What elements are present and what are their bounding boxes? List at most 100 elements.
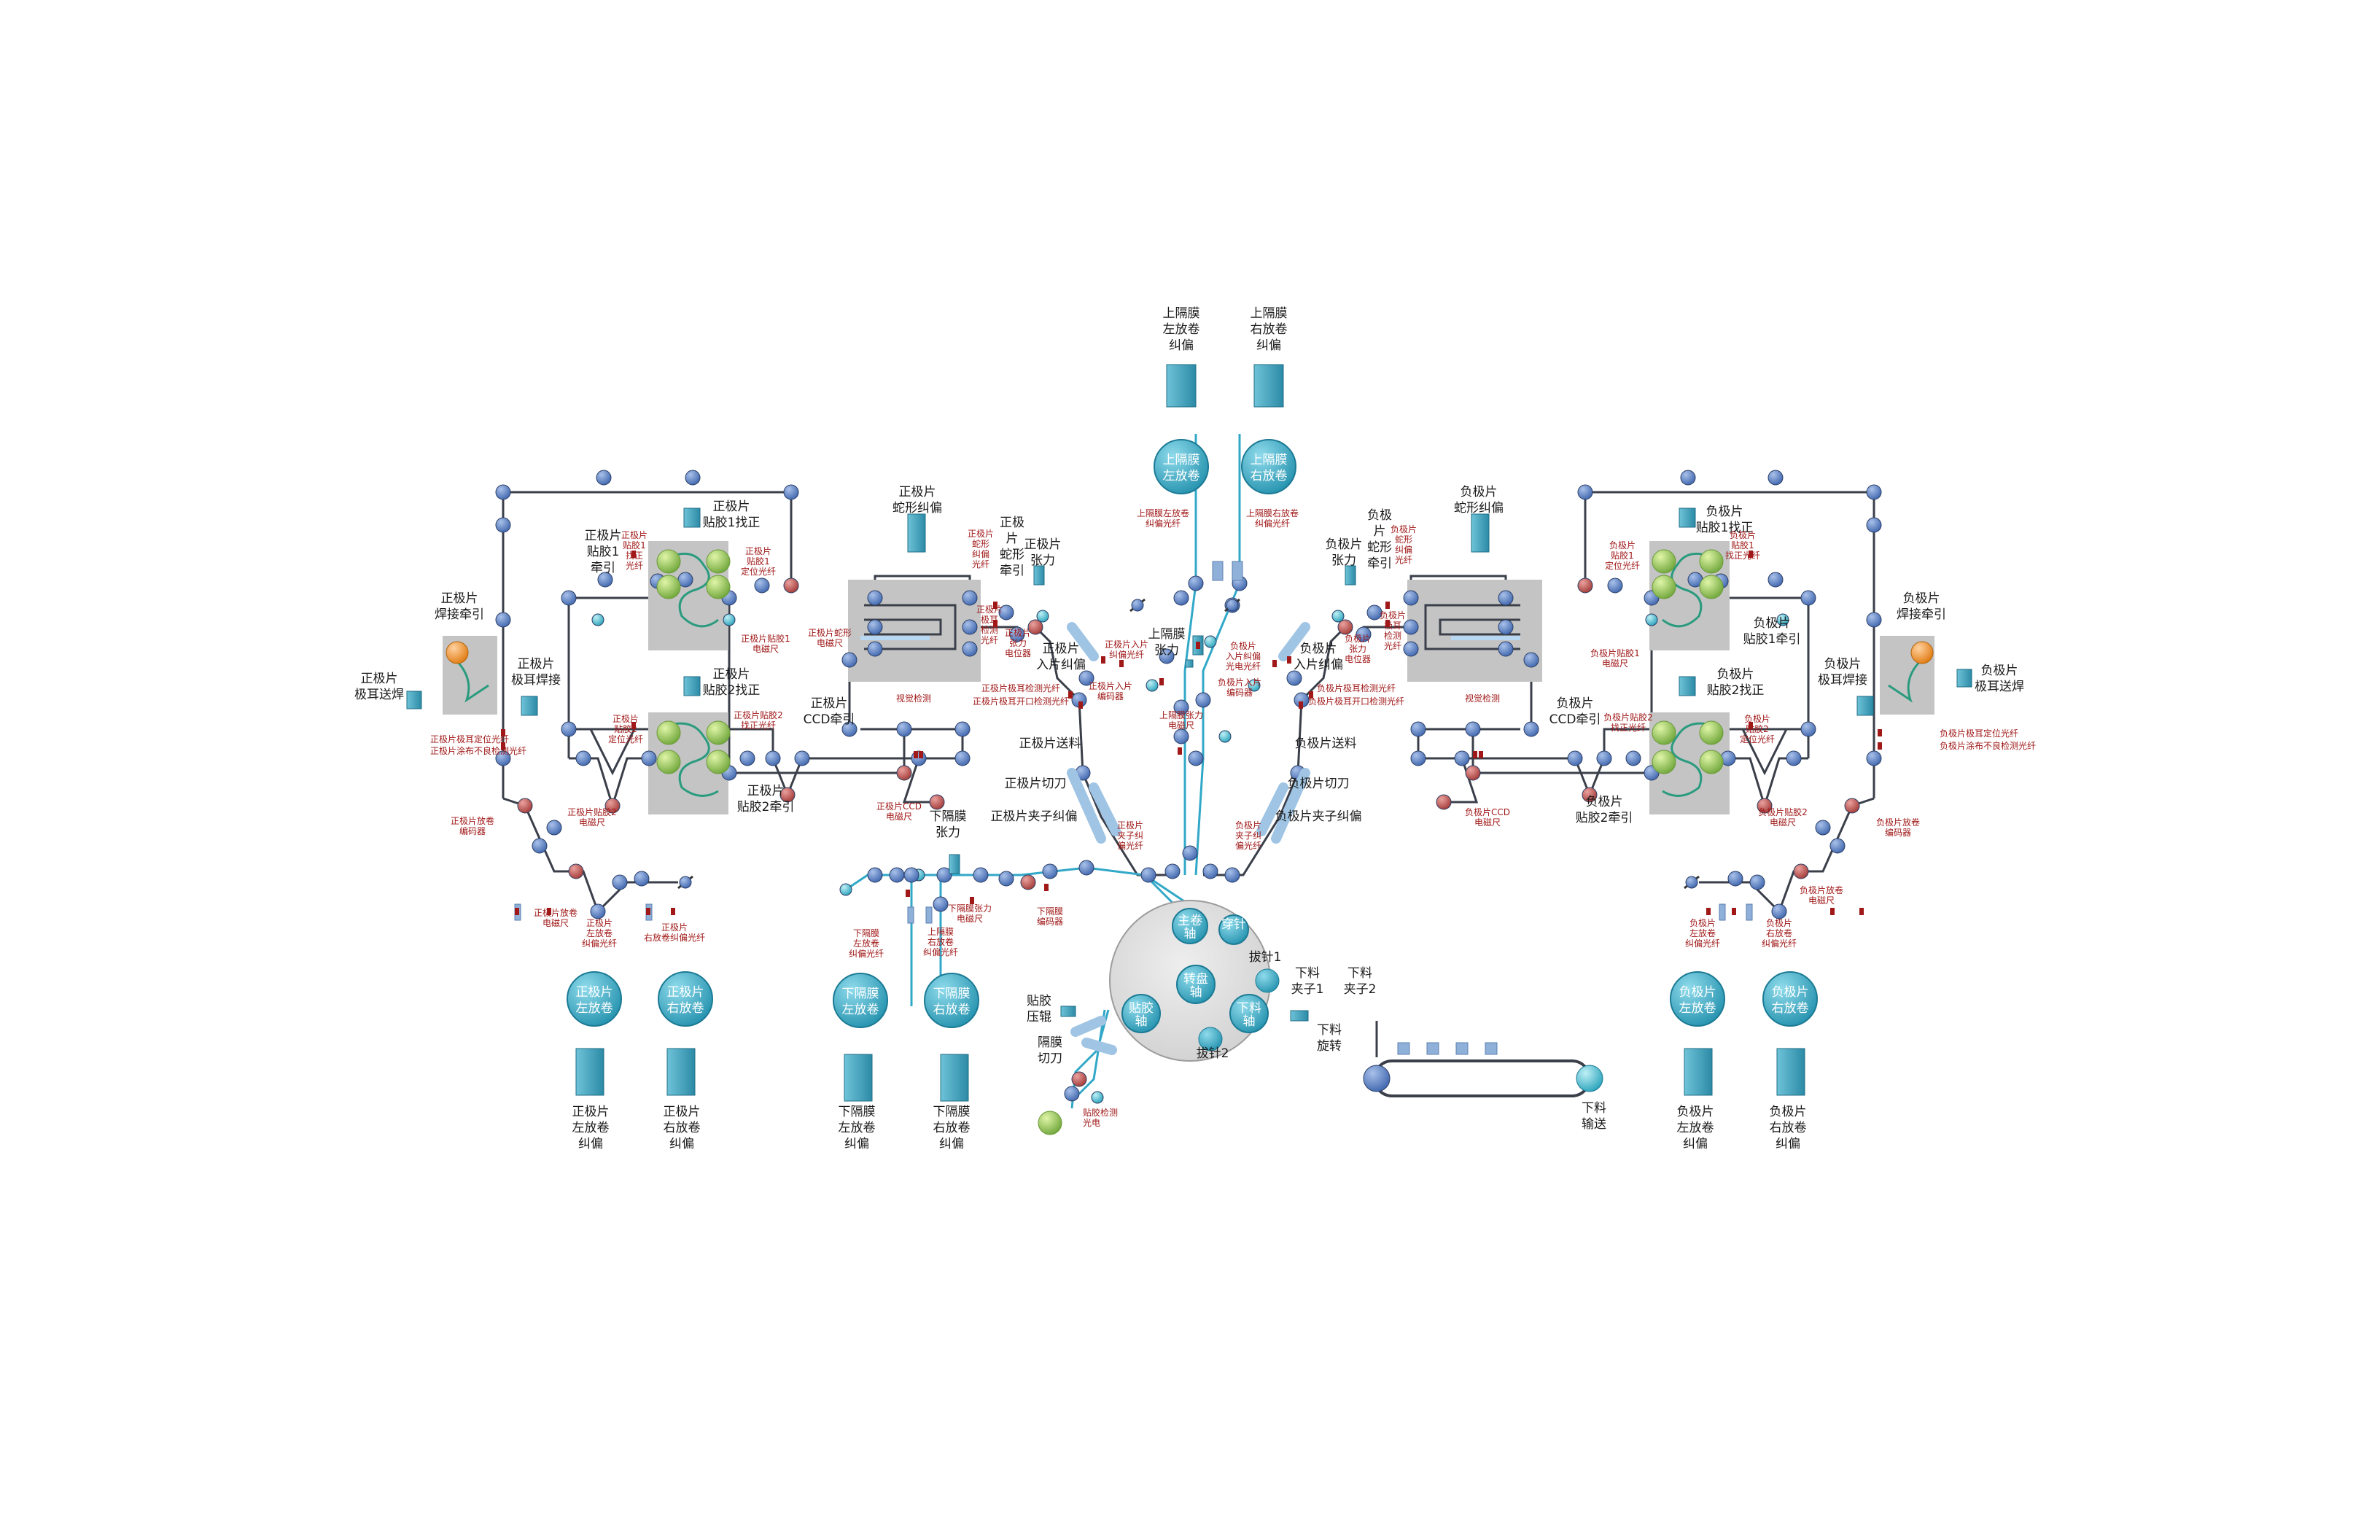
blue-roller-icon	[1866, 484, 1882, 500]
turret-shaft-icon	[1218, 914, 1249, 945]
blue-roller-icon	[596, 470, 612, 486]
label-cathode_snake_pull: 正极片蛇形牵引	[1000, 516, 1024, 578]
blue-roller-icon	[954, 721, 971, 737]
label-cathode_cutter: 正极片切刀	[1005, 777, 1067, 791]
sensor-icon	[1159, 678, 1164, 685]
feed-slide-icon	[1067, 622, 1099, 661]
sensor-icon	[993, 620, 998, 627]
label-upper_tension: 上隔膜张力	[1148, 627, 1186, 658]
blue-roller-icon	[933, 896, 949, 912]
red-roller-icon	[1844, 798, 1860, 814]
blue-roller-icon	[590, 903, 606, 919]
label-sep_cutter: 隔膜切刀	[1038, 1035, 1062, 1066]
sensor-icon	[1385, 620, 1390, 627]
blue-roller-icon	[998, 871, 1014, 887]
blue-roller-icon	[1078, 860, 1094, 876]
blue-roller-icon	[597, 572, 613, 588]
blue-roller-icon	[1454, 750, 1470, 766]
sensor-label: 下隔膜左放卷纠偏光纤	[849, 928, 884, 959]
sensor-label: 上隔膜右放卷纠偏光纤	[923, 927, 958, 957]
sensor-icon	[1299, 701, 1303, 709]
actuator-icon	[1679, 508, 1696, 528]
reel-label: 上隔膜右放卷	[1251, 453, 1288, 483]
sensor-icon	[1272, 660, 1277, 667]
sensor-icon	[1196, 642, 1200, 649]
blue-roller-icon	[634, 871, 650, 887]
blue-roller-icon	[1173, 728, 1189, 744]
red-roller-icon	[1071, 1071, 1087, 1087]
actuator-icon	[907, 513, 926, 553]
actuator-icon	[683, 508, 701, 528]
label-cathode_tab_weld: 正极片极耳焊接	[511, 657, 561, 688]
red-roller-icon	[1465, 765, 1481, 781]
blue-roller-icon	[1523, 652, 1539, 668]
sensor-label: 正极片极耳定位光纤	[430, 734, 509, 744]
label-cathode_left_correct: 正极片左放卷纠偏	[572, 1105, 610, 1151]
label-anode_feed: 负极片送料	[1295, 736, 1357, 751]
cyan-roller-icon	[1146, 679, 1159, 692]
label-glue_press: 贴胶压辊	[1027, 994, 1051, 1024]
sensor-icon	[671, 908, 675, 915]
sensor-icon	[501, 729, 505, 736]
sensor-icon	[631, 722, 636, 729]
glue-ball-icon	[1699, 720, 1724, 745]
small-block-icon	[1719, 903, 1726, 921]
blue-roller-icon	[1607, 578, 1623, 594]
blue-roller-icon	[1356, 626, 1372, 642]
red-roller-icon	[1793, 863, 1809, 879]
conveyor-pulley-icon	[1363, 1065, 1391, 1092]
feed-slide-icon	[1256, 782, 1288, 836]
small-block-icon	[1397, 1042, 1410, 1055]
blue-roller-icon	[1866, 750, 1882, 766]
blue-roller-icon	[1224, 867, 1240, 883]
label-lower_tension: 下隔膜张力	[930, 809, 967, 840]
actuator-icon	[844, 1054, 873, 1102]
sensor-icon	[1078, 701, 1083, 709]
blue-roller-icon	[685, 470, 701, 486]
blue-roller-icon	[1403, 641, 1419, 657]
blue-roller-icon	[1567, 750, 1583, 766]
glue-ball-icon	[706, 720, 731, 745]
weld-ball-icon	[1910, 641, 1934, 664]
conveyor-pulley-icon	[1576, 1065, 1603, 1092]
actuator-icon	[1060, 1006, 1076, 1017]
blue-roller-icon	[1498, 590, 1514, 606]
blue-roller-icon	[1286, 670, 1302, 686]
sensor-icon	[1878, 729, 1882, 736]
glue-ball-icon	[656, 575, 681, 599]
red-roller-icon	[517, 798, 533, 814]
sensor-icon	[1287, 656, 1291, 664]
sensor-label: 负极片极耳开口检测光纤	[1308, 696, 1404, 707]
sensor-icon	[515, 908, 519, 915]
sensor-label: 正极片入片编码器	[1089, 681, 1132, 701]
actuator-icon	[575, 1048, 604, 1096]
sensor-label: 负极片夹子纠偏光纤	[1235, 820, 1261, 851]
reel-icon	[1762, 971, 1818, 1027]
red-roller-icon	[929, 794, 945, 810]
glue-ball-icon	[1652, 720, 1676, 745]
sensor-layer	[501, 551, 1882, 915]
label-cathode_weld_pull: 正极片焊接牵引	[435, 591, 484, 622]
red-roller-icon	[1027, 619, 1043, 635]
sensor-label: 负极片极耳检测光纤	[1317, 682, 1396, 693]
turret-shaft-icon	[1176, 965, 1216, 1004]
sensor-icon	[1385, 602, 1390, 609]
glue-ball-icon	[1699, 750, 1724, 774]
blue-roller-icon	[1188, 575, 1204, 591]
label-pull_needle_2: 拔针2	[1197, 1046, 1229, 1061]
label-cathode_tape2_pull: 正极片贴胶2牵引	[737, 784, 795, 814]
sensor-icon	[970, 897, 974, 904]
sensor-icon	[1044, 884, 1049, 891]
sensor-label: 负极片入片纠偏光电光纤	[1226, 641, 1261, 672]
actuator-icon	[1166, 364, 1197, 408]
tape-loops	[454, 552, 1923, 797]
sensor-label: 负极片右放卷纠偏光纤	[1762, 918, 1797, 949]
blue-roller-icon	[1195, 692, 1211, 708]
blue-roller-icon	[1866, 612, 1882, 628]
reel-layer: 上隔膜左放卷上隔膜右放卷正极片左放卷正极片右放卷下隔膜左放卷下隔膜右放卷负极片左…	[567, 439, 1818, 1092]
label-lower_left_correct: 下隔膜左放卷纠偏	[839, 1105, 876, 1151]
